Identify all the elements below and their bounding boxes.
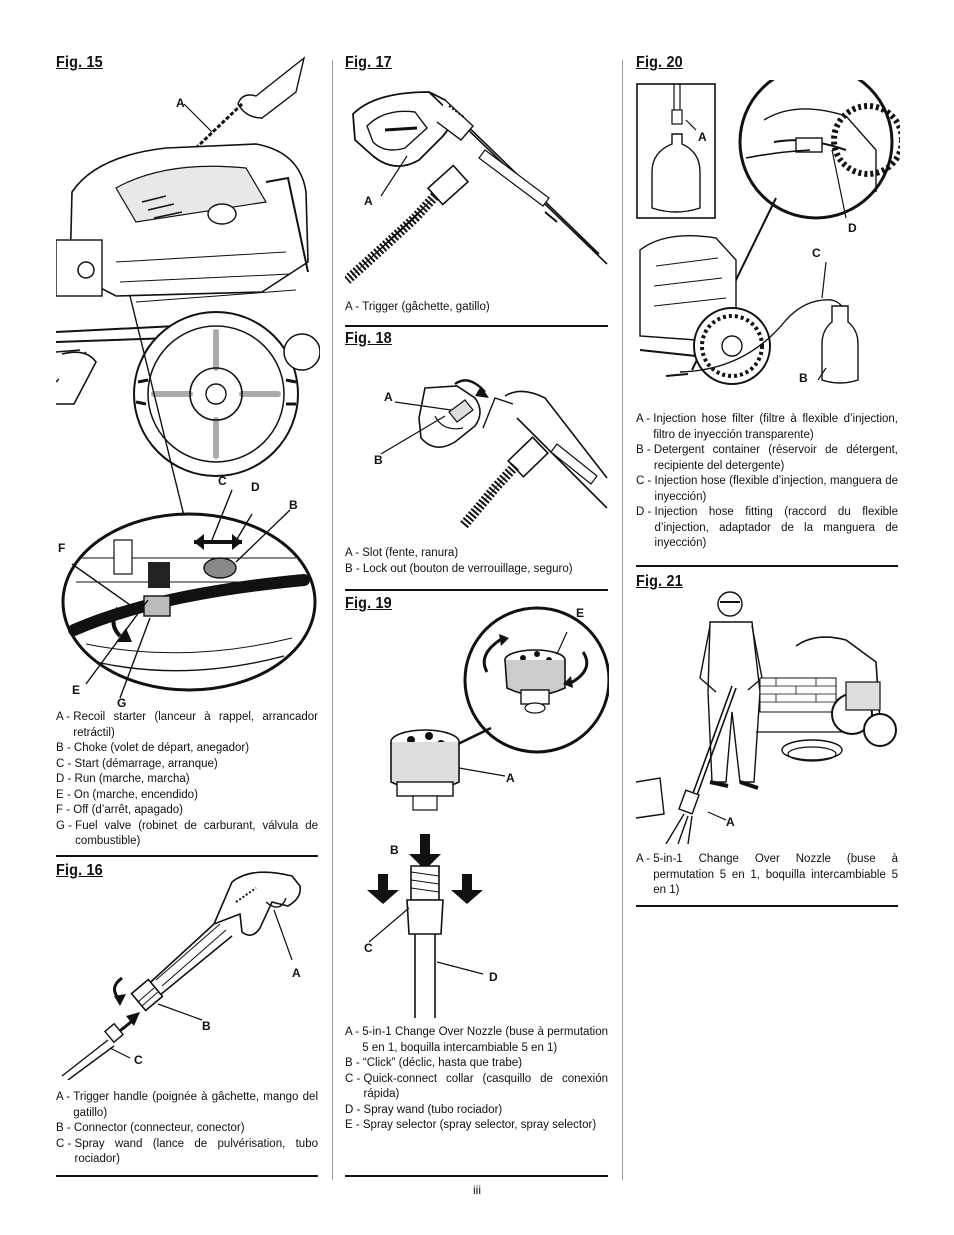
fig16-caption: A - Trigger handle (poignée à gâchette, … xyxy=(56,1090,318,1168)
caption-item: C - Quick-connect collar (casquillo de c… xyxy=(345,1072,608,1101)
fig15-label-b: B xyxy=(289,498,298,512)
fig21-caption: A - 5-in-1 Change Over Nozzle (buse à pe… xyxy=(636,852,898,899)
fig16-label-c: C xyxy=(134,1053,143,1067)
caption-item: C - Injection hose (flexible d’injection… xyxy=(636,475,898,503)
fig19-illustration xyxy=(367,606,609,1018)
fig19-label-e: E xyxy=(576,606,585,620)
fig21-illustration xyxy=(636,591,897,844)
caption-item: A - 5-in-1 Change Over Nozzle (buse à pe… xyxy=(345,1026,608,1054)
caption-item: E - Spray selector (spray selector, spra… xyxy=(345,1119,597,1131)
caption-item: A - Trigger handle (poignée à gâchette, … xyxy=(56,1091,318,1119)
fig15-caption: A - Recoil starter (lanceur à rappel, ar… xyxy=(56,710,318,850)
fig17-title: Fig. 17 xyxy=(345,54,392,71)
fig19-label-c: C xyxy=(364,941,373,955)
fig20-label-b: B xyxy=(799,371,808,385)
fig20-label-c: C xyxy=(812,246,821,260)
fig20-label-d: D xyxy=(848,221,857,235)
fig19-rule xyxy=(345,1175,608,1177)
fig19-caption: A - 5-in-1 Change Over Nozzle (buse à pe… xyxy=(345,1025,608,1134)
fig17-caption: A - Trigger (gâchette, gatillo) xyxy=(345,300,608,316)
caption-item: A - 5-in-1 Change Over Nozzle (buse à pe… xyxy=(636,853,898,896)
fig20-title: Fig. 20 xyxy=(636,54,683,71)
fig21-rule xyxy=(636,905,898,907)
fig16-label-a: A xyxy=(292,966,301,980)
fig18-title: Fig. 18 xyxy=(345,330,392,347)
caption-item: E - On (marche, encendido) xyxy=(56,788,198,801)
fig20-caption: A - Injection hose filter (filtre à flex… xyxy=(636,412,898,552)
fig17-illustration xyxy=(345,91,608,284)
fig18-label-a: A xyxy=(384,390,393,404)
fig18-rule xyxy=(345,589,608,591)
fig21-label-a: A xyxy=(726,815,735,829)
column-divider-left xyxy=(332,60,333,1180)
caption-item: C - Start (démarrage, arranque) xyxy=(56,757,218,770)
caption-item: B - Detergent container (réservoir de dé… xyxy=(636,444,898,472)
fig17-label-a: A xyxy=(364,194,373,208)
caption-item: B - Connector (connecteur, conector) xyxy=(56,1122,245,1134)
fig20-illustration xyxy=(636,80,900,385)
fig19-title: Fig. 19 xyxy=(345,595,392,612)
caption-item: G - Fuel valve (robinet de carburant, vá… xyxy=(56,819,318,848)
caption-item: B - Choke (volet de départ, anegador) xyxy=(56,742,250,754)
caption-item: D - Run (marche, marcha) xyxy=(56,773,190,785)
fig16-rule xyxy=(56,1175,318,1177)
caption-item: A - Injection hose filter (filtre à flex… xyxy=(636,413,898,441)
page-number: iii xyxy=(473,1183,481,1197)
fig18-caption: A - Slot (fente, ranura) B - Lock out (b… xyxy=(345,546,608,577)
fig19-label-b: B xyxy=(390,843,399,857)
fig15-label-g: G xyxy=(117,696,127,710)
fig15-illustration xyxy=(56,56,320,699)
fig15-label-d: D xyxy=(251,480,260,494)
fig19-label-d: D xyxy=(489,970,498,984)
caption-item: B - Lock out (bouton de verrouillage, se… xyxy=(345,562,573,575)
caption-item: A - Recoil starter (lanceur à rappel, ar… xyxy=(56,711,318,739)
fig16-title: Fig. 16 xyxy=(56,862,103,879)
caption-item: A - Trigger (gâchette, gatillo) xyxy=(345,301,490,313)
fig15-title: Fig. 15 xyxy=(56,54,103,71)
fig20-label-a: A xyxy=(698,130,707,144)
fig20-rule xyxy=(636,565,898,567)
caption-item: C - Spray wand (lance de pulvérisation, … xyxy=(56,1137,318,1166)
column-divider-right xyxy=(622,60,623,1180)
fig16-illustration xyxy=(61,871,302,1080)
caption-item: F - Off (d’arrêt, apagado) xyxy=(56,804,183,816)
fig17-rule xyxy=(345,325,608,327)
caption-item: B - “Click” (déclic, hasta que trabe) xyxy=(345,1057,523,1069)
fig15-label-f: F xyxy=(58,541,66,555)
fig15-label-e: E xyxy=(72,683,81,697)
fig18-label-b: B xyxy=(374,453,383,467)
fig16-label-b: B xyxy=(202,1019,211,1033)
caption-item: D - Spray wand (tubo rociador) xyxy=(345,1103,503,1116)
fig19-label-a: A xyxy=(506,771,515,785)
caption-item: D - Injection hose fitting (raccord du f… xyxy=(636,506,898,549)
fig18-illustration xyxy=(380,379,608,528)
fig21-title: Fig. 21 xyxy=(636,573,683,590)
fig15-rule xyxy=(56,855,318,857)
fig15-label-c: C xyxy=(218,474,227,488)
fig15-label-a: A xyxy=(176,96,185,110)
caption-item: A - Slot (fente, ranura) xyxy=(345,547,459,559)
